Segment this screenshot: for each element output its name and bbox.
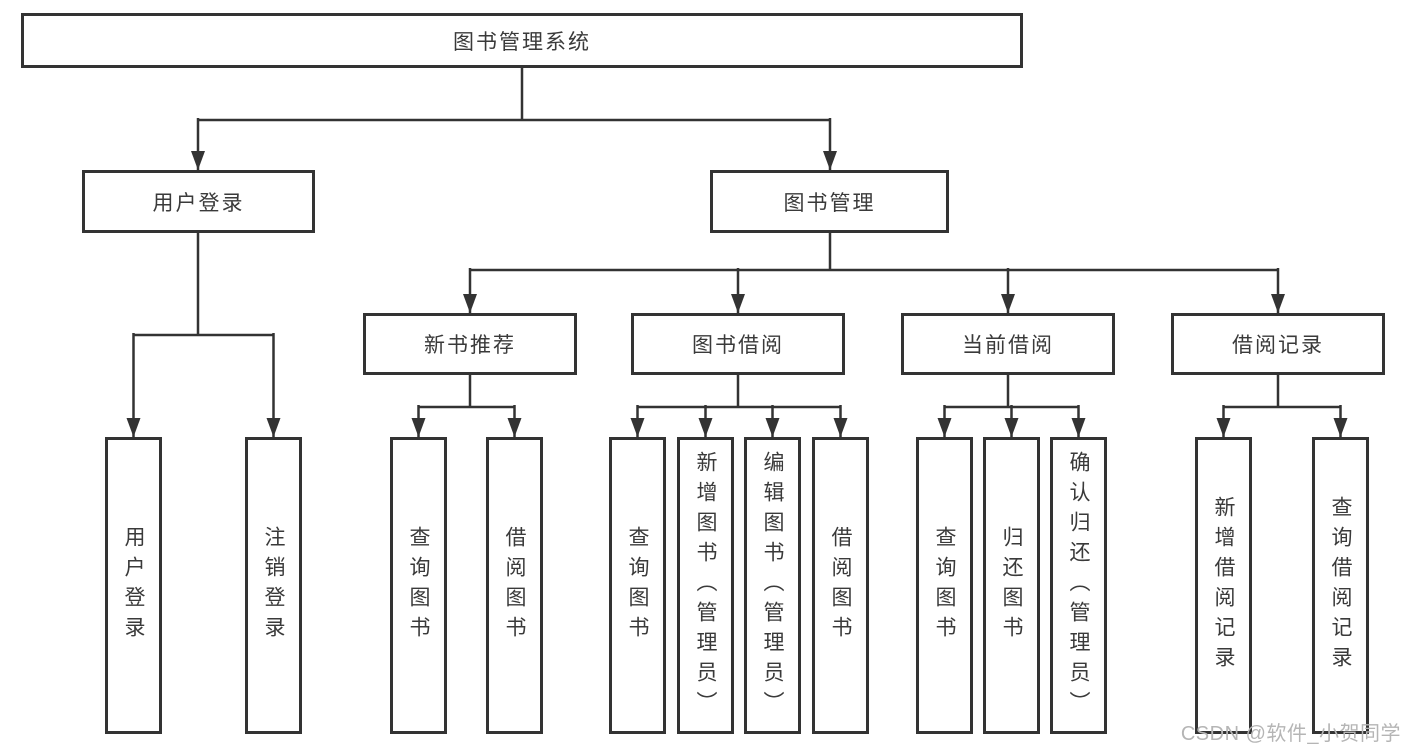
node-new-book-recommend-label: 新书推荐	[424, 334, 516, 357]
edge-current-borrow-trunk	[944, 375, 1079, 409]
node-root-system: 图书管理系统	[21, 13, 1023, 68]
leaf-query-book-1-label: 查询图书	[407, 525, 430, 646]
node-root-label: 图书管理系统	[453, 30, 591, 54]
leaf-add-borrow-record: 新增借阅记录	[1195, 437, 1252, 734]
edge-root-trunk	[198, 68, 830, 122]
node-borrow-record: 借阅记录	[1171, 313, 1385, 375]
node-borrow-record-label: 借阅记录	[1232, 334, 1324, 357]
node-current-borrow-label: 当前借阅	[962, 334, 1054, 357]
leaf-borrow-book-1: 借阅图书	[486, 437, 543, 734]
node-book-management-label: 图书管理	[783, 191, 876, 215]
leaf-return-book: 归还图书	[983, 437, 1040, 734]
leaf-add-book-admin-label: 新增图书（管理员）	[694, 450, 717, 721]
edge-user-login-trunk	[133, 233, 274, 337]
node-book-management: 图书管理	[710, 170, 949, 233]
edge-borrow-record-trunk	[1223, 375, 1341, 409]
leaf-confirm-return-admin: 确认归还（管理员）	[1050, 437, 1107, 734]
edge-book-mgmt-trunk	[470, 233, 1278, 272]
leaf-query-book-2: 查询图书	[609, 437, 666, 734]
node-current-borrow: 当前借阅	[901, 313, 1115, 375]
edge-book-borrow-trunk	[637, 375, 841, 409]
node-user-login-label: 用户登录	[152, 191, 245, 215]
leaf-user-login: 用户登录	[105, 437, 162, 734]
edge-new-book-trunk	[418, 375, 515, 409]
leaf-user-login-label: 用户登录	[122, 525, 145, 646]
leaf-confirm-return-admin-label: 确认归还（管理员）	[1067, 450, 1090, 721]
leaf-borrow-book-1-label: 借阅图书	[503, 525, 526, 646]
leaf-logout: 注销登录	[245, 437, 302, 734]
node-book-borrow-label: 图书借阅	[692, 334, 784, 357]
leaf-return-book-label: 归还图书	[1000, 525, 1023, 646]
leaf-add-borrow-record-label: 新增借阅记录	[1212, 495, 1235, 676]
leaf-add-book-admin: 新增图书（管理员）	[677, 437, 734, 734]
leaf-edit-book-admin-label: 编辑图书（管理员）	[761, 450, 784, 721]
leaf-query-borrow-record: 查询借阅记录	[1312, 437, 1369, 734]
leaf-borrow-book-2: 借阅图书	[812, 437, 869, 734]
leaf-logout-label: 注销登录	[262, 525, 285, 646]
leaf-query-book-3-label: 查询图书	[933, 525, 956, 646]
node-user-login: 用户登录	[82, 170, 315, 233]
leaf-borrow-book-2-label: 借阅图书	[829, 525, 852, 646]
csdn-watermark: CSDN @软件_小贺同学	[1180, 723, 1401, 745]
leaf-query-book-3: 查询图书	[916, 437, 973, 734]
leaf-edit-book-admin: 编辑图书（管理员）	[744, 437, 801, 734]
leaf-query-book-1: 查询图书	[390, 437, 447, 734]
node-book-borrow: 图书借阅	[631, 313, 845, 375]
node-new-book-recommend: 新书推荐	[363, 313, 577, 375]
leaf-query-book-2-label: 查询图书	[626, 525, 649, 646]
leaf-query-borrow-record-label: 查询借阅记录	[1329, 495, 1352, 676]
